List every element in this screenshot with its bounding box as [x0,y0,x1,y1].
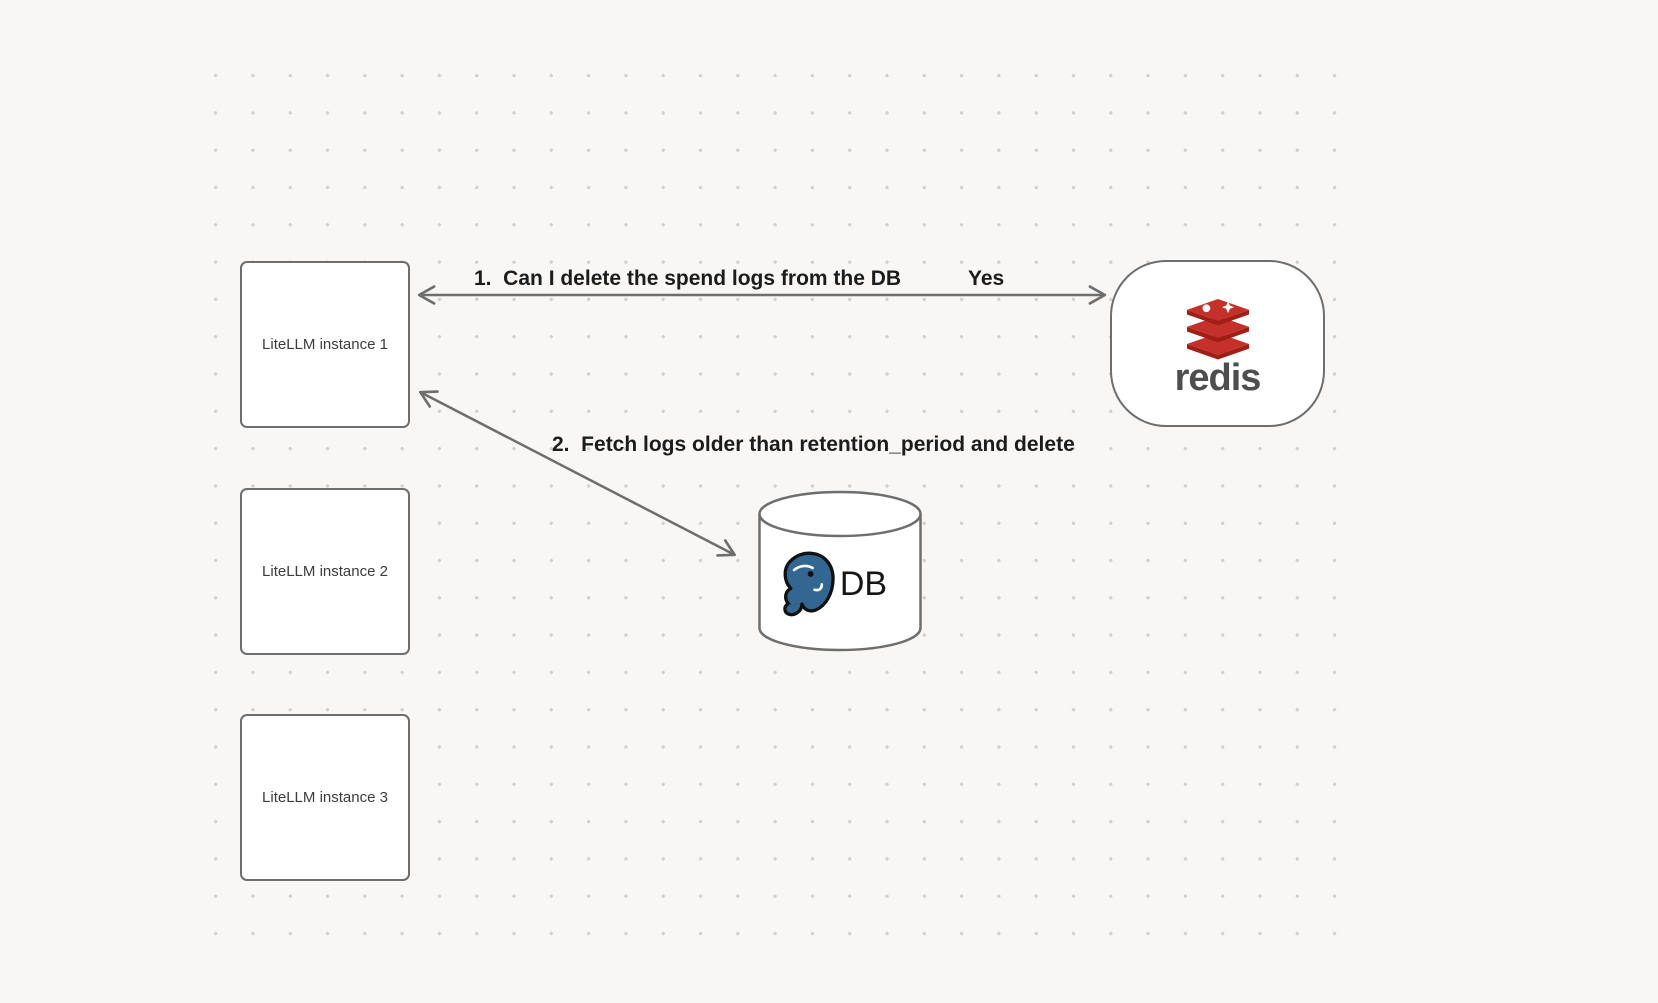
node-label: LiteLLM instance 3 [262,789,388,806]
node-label: LiteLLM instance 2 [262,563,388,580]
node-redis[interactable]: redis [1110,260,1325,427]
node-label: LiteLLM instance 1 [262,336,388,353]
db-label: DB [839,564,888,603]
node-litellm-instance-2[interactable]: LiteLLM instance 2 [240,488,410,655]
node-database[interactable]: DB [757,489,923,653]
redis-label: redis [1174,356,1262,399]
redis-stack-icon [1186,298,1249,359]
database-content: DB [747,541,913,627]
edge-litellm1-db-arrow[interactable] [419,390,736,557]
edge-label-redis-response[interactable]: Yes [968,267,1005,290]
database-cylinder-icon [758,490,922,652]
edge-label-redis-question[interactable]: 1. Can I delete the spend logs from the … [474,267,902,290]
edge-label-db-fetch[interactable]: 2. Fetch logs older than retention_perio… [552,433,1075,456]
node-litellm-instance-1[interactable]: LiteLLM instance 1 [240,261,410,428]
postgresql-elephant-icon [783,551,835,616]
node-litellm-instance-3[interactable]: LiteLLM instance 3 [240,714,410,881]
